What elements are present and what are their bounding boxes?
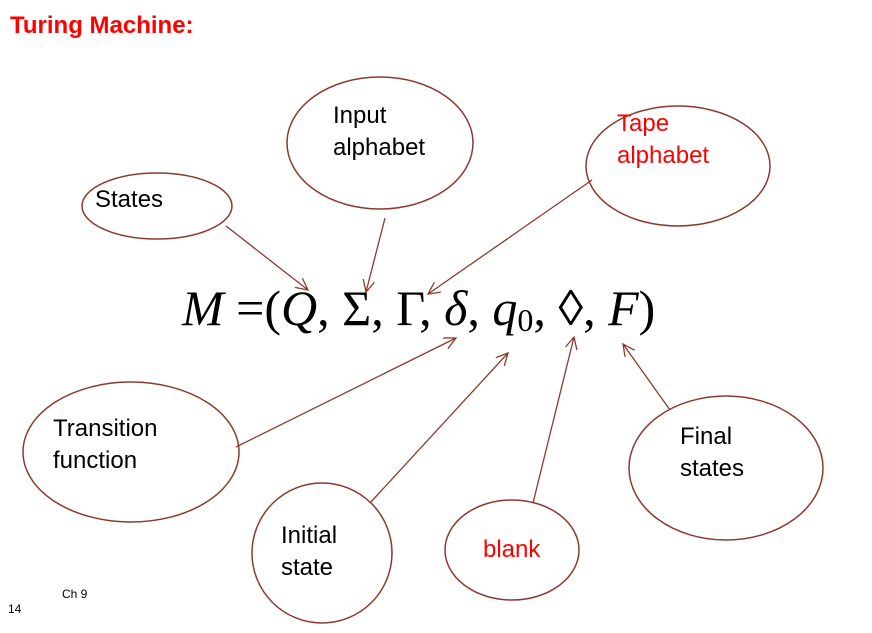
initial-state-label: Initial state: [281, 522, 338, 581]
input-alphabet-arrow: [366, 217, 386, 292]
formula-q: Q: [281, 280, 318, 336]
final-states-bubble: [628, 395, 824, 541]
transition-function-label: Transition function: [53, 415, 158, 474]
formula-gamma: Γ: [396, 280, 420, 336]
blank-arrow: [532, 337, 574, 504]
tuple-formula: M =(Q, Σ, Γ, δ, q0, ◊, F): [182, 280, 656, 338]
states-bubble: [81, 172, 233, 240]
transition-function-arrow: [235, 338, 456, 448]
tape-alphabet-label: Tape alphabet: [617, 110, 710, 169]
footer-page-number: 14: [8, 602, 22, 616]
formula-f: F: [608, 280, 639, 336]
blank-label: blank: [483, 536, 541, 563]
formula-delta: δ: [444, 280, 468, 336]
footer-chapter: Ch 9: [62, 587, 88, 601]
final-states-label: Final states: [680, 423, 745, 482]
transition-function-bubble: [22, 381, 240, 523]
final-states-arrow: [623, 344, 671, 411]
input-alphabet-bubble: [286, 76, 474, 210]
blank-bubble: [444, 499, 580, 601]
tape-alphabet-arrow: [428, 179, 593, 294]
formula-equals: =: [236, 280, 265, 336]
formula-lhs: M: [182, 280, 224, 336]
tape-alphabet-bubble: [585, 105, 771, 227]
formula-sigma: Σ: [342, 280, 372, 336]
states-arrow: [225, 225, 308, 290]
formula-blank-symbol: ◊: [558, 280, 584, 336]
input-alphabet-label: Input alphabet: [333, 102, 426, 161]
initial-state-bubble: [251, 482, 393, 624]
formula-q0: q0: [492, 280, 534, 338]
states-label: States: [95, 186, 164, 213]
slide-title: Turing Machine:: [10, 12, 194, 39]
initial-state-arrow: [369, 353, 508, 504]
